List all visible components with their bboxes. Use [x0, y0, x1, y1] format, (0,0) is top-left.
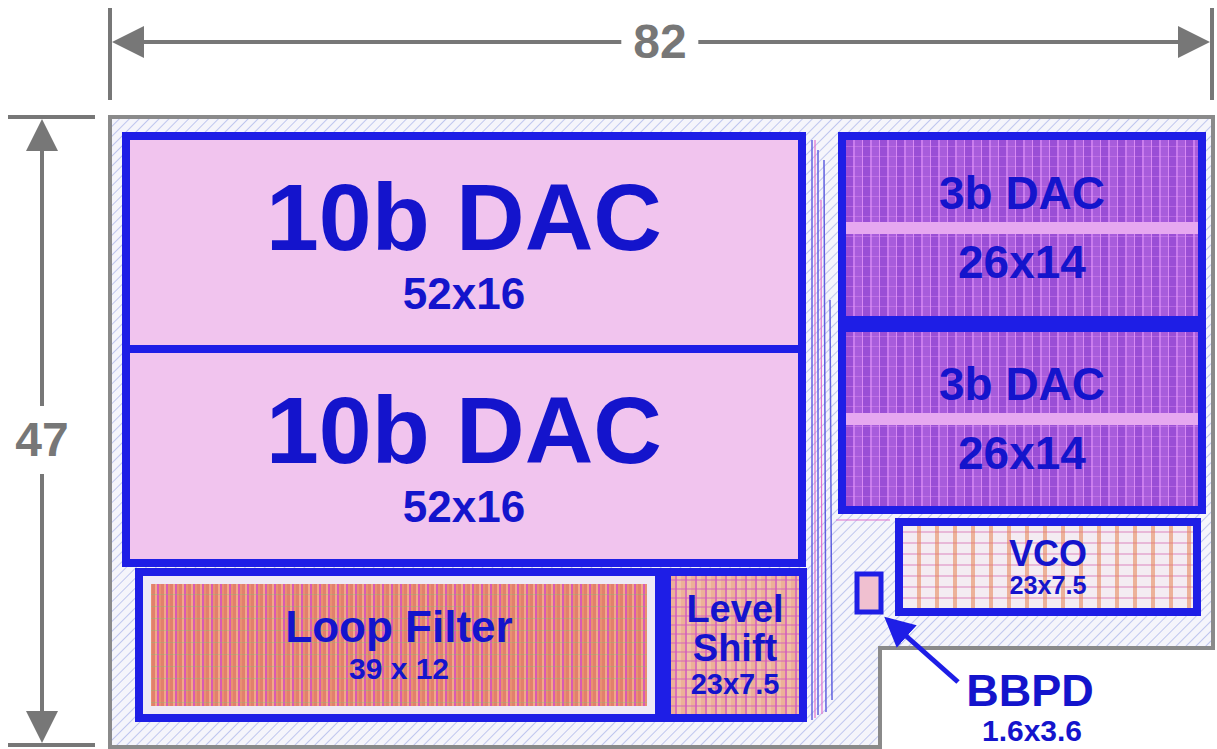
- dac-block: 10b DAC 52x16: [122, 345, 806, 567]
- block-size: 23x7.5: [691, 670, 780, 700]
- dimension-tick: [8, 115, 95, 119]
- block-size: 52x16: [403, 485, 525, 530]
- dimension-arrow: [116, 40, 660, 44]
- dac-block: 3b DAC 26x14: [838, 132, 1206, 324]
- block-name: 10b DAC: [266, 169, 662, 266]
- block-size: 26x14: [958, 239, 1086, 286]
- block-label: BBPD: [966, 668, 1094, 713]
- dimension-arrow: [660, 40, 1206, 44]
- level-shift-block: Level Shift23x7.5: [663, 568, 807, 722]
- block-name: VCO: [1009, 536, 1087, 573]
- dimension-label: 82: [621, 18, 698, 66]
- dac-block: 10b DAC 52x16: [122, 132, 806, 353]
- block-size: 39 x 12: [349, 654, 449, 685]
- block-size: 52x16: [403, 272, 525, 317]
- dimension-arrow: [40, 123, 44, 440]
- block-name: Loop Filter: [285, 605, 512, 650]
- die-outline: [110, 117, 1213, 747]
- dimension-label: 47: [15, 406, 68, 474]
- bbpd-block: [857, 574, 881, 612]
- block-name: 3b DAC: [939, 170, 1105, 217]
- block-name: 3b DAC: [939, 361, 1105, 408]
- dimension-tick: [108, 8, 112, 100]
- vco-block: VCO23x7.5: [895, 518, 1201, 616]
- block-size: 23x7.5: [1009, 573, 1086, 599]
- block-size-label: 1.6x3.6: [982, 716, 1082, 746]
- block-name: Level Shift: [675, 590, 795, 668]
- leader-arrow: [888, 620, 958, 682]
- filter-block: Loop Filter 39 x 12: [135, 568, 663, 722]
- routing-wires: [812, 140, 832, 720]
- block-size: 26x14: [958, 430, 1086, 477]
- dimension-tick: [8, 743, 95, 747]
- dac-block: 3b DAC 26x14: [838, 324, 1206, 514]
- block-name: 10b DAC: [266, 382, 662, 479]
- dimension-arrow: [40, 440, 44, 739]
- dimension-tick: [1210, 8, 1214, 100]
